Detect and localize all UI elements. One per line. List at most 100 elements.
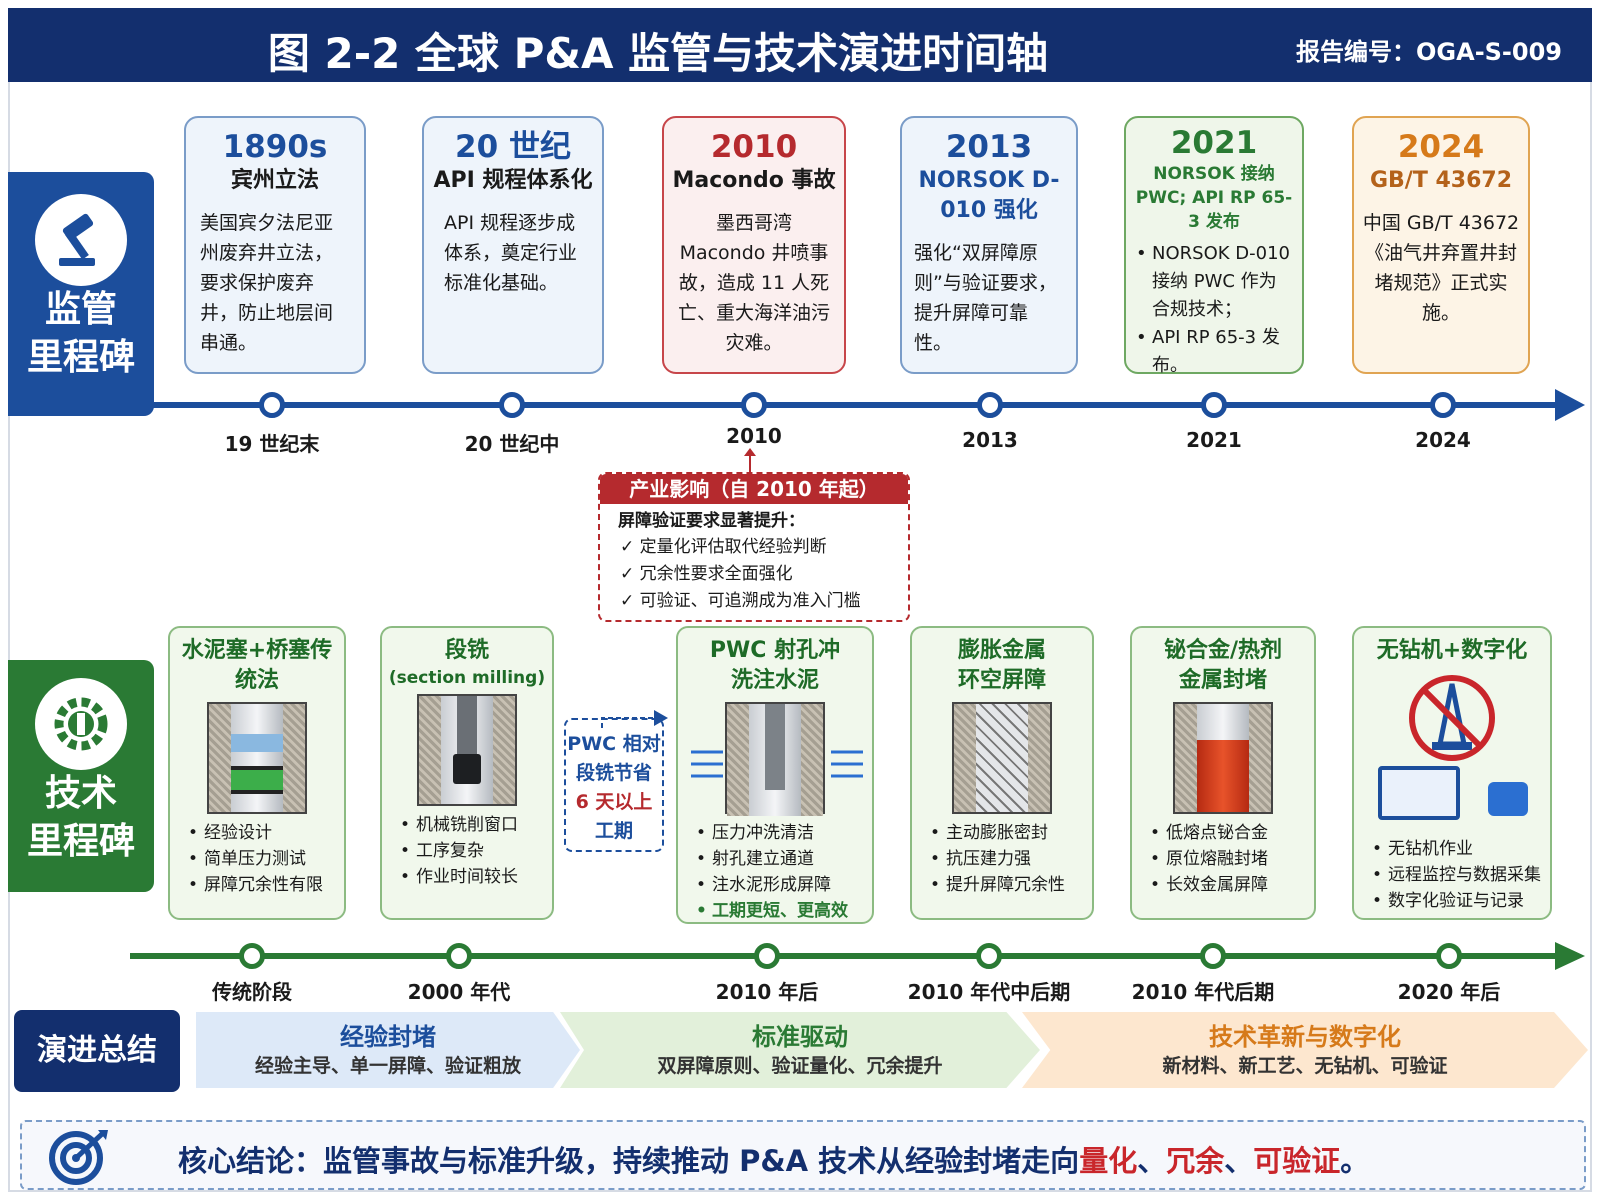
expandable-metal-diagram: [952, 702, 1052, 814]
milestone-subtitle: GB/T 43672: [1369, 168, 1513, 193]
impact-item: ✓ 冗余性要求全面强化: [620, 564, 793, 584]
regulatory-axis: [150, 389, 1585, 421]
regulatory-badge: 监管 里程碑: [8, 172, 154, 416]
axis-tick-label: 2010 年后: [715, 980, 819, 1004]
milestone-card-2013: 2013 NORSOK D-010 强化 强化“双屏障原则”与验证要求，提升屏障…: [900, 116, 1078, 374]
milestone-subtitle: 宾州立法: [230, 168, 319, 193]
tech-bullet: 屏障冗余性有限: [186, 872, 338, 898]
milestone-year: 1890s: [222, 129, 328, 165]
axis-node: [1436, 943, 1462, 969]
tech-bullet-highlight: 工期更短、更高效: [694, 898, 866, 924]
axis-node: [1430, 392, 1456, 418]
tech-bullet: 作业时间较长: [398, 864, 546, 890]
conclusion-keyword: 量化: [1079, 1144, 1138, 1178]
summary-phase-3: 技术革新与数字化 新材料、新工艺、无钻机、可验证: [1022, 1012, 1588, 1088]
milestone-card-2024: 2024 GB/T 43672 中国 GB/T 43672《油气井弃置井封堵规范…: [1352, 116, 1530, 374]
report-number: 报告编号：OGA-S-009: [1296, 38, 1562, 66]
milestone-desc: 中国 GB/T 43672《油气井弃置井封堵规范》正式实施。: [1362, 212, 1520, 324]
milestone-card-1890s: 1890s 宾州立法 美国宾夕法尼亚州废弃井立法，要求保护废弃井，防止地层间串通…: [184, 116, 366, 374]
tech-bullet: 原位熔融封堵: [1148, 846, 1308, 872]
tech-bullet: 简单压力测试: [186, 846, 338, 872]
check-icon: ✓: [620, 564, 640, 584]
tech-bullet: 机械铣削窗口: [398, 812, 546, 838]
milestone-card-2010: 2010 Macondo 事故 墨西哥湾 Macondo 井喷事故，造成 11 …: [662, 116, 846, 374]
milestone-bullet: NORSOK D-010 接纳 PWC 作为合规技术；: [1134, 240, 1294, 324]
tech-card-rigless-digital: 无钻机+数字化 无钻机作业 远程监控与数据采集 数字化验证与记录: [1352, 626, 1552, 920]
wireless-device-icon: [1488, 782, 1528, 816]
no-rig-icon: [1406, 672, 1498, 764]
milestone-year: 20 世纪: [455, 129, 571, 165]
summary-phase-title: 标准驱动: [752, 1023, 848, 1051]
milestone-subtitle: NORSOK 接纳 PWC; API RP 65-3 发布: [1135, 164, 1293, 232]
axis-node: [741, 392, 767, 418]
check-icon: ✓: [620, 591, 640, 611]
tech-bullet: 压力冲洗清洁: [694, 820, 866, 846]
milestone-subtitle: Macondo 事故: [672, 168, 836, 193]
technology-badge: 技术 里程碑: [8, 660, 154, 892]
milling-tool-diagram: [417, 694, 517, 806]
axis-tick-label: 传统阶段: [212, 980, 292, 1004]
summary-phase-desc: 经验主导、单一屏障、验证粗放: [254, 1055, 521, 1077]
impact-lead: 屏障验证要求显著提升：: [618, 511, 805, 531]
pwc-saving-note: PWC 相对 段铣节省 6 天以上 工期: [564, 718, 664, 852]
conclusion-keyword: 冗余: [1166, 1144, 1225, 1178]
tech-bullet: 远程监控与数据采集: [1370, 862, 1544, 888]
milestone-desc: 美国宾夕法尼亚州废弃井立法，要求保护废弃井，防止地层间串通。: [200, 212, 334, 354]
axis-tick-label: 2010 年代中后期: [907, 980, 1071, 1004]
tech-card-bismuth: 铋合金/热剂金属封堵 低熔点铋合金 原位熔融封堵 长效金属屏障: [1130, 626, 1316, 920]
pwc-diagram: [691, 702, 863, 816]
tech-bullet: 主动膨胀密封: [928, 820, 1086, 846]
title-bar: 图 2-2 全球 P&A 监管与技术演进时间轴 报告编号：OGA-S-009: [8, 8, 1592, 82]
tech-bullet: 无钻机作业: [1370, 836, 1544, 862]
axis-node: [239, 943, 265, 969]
tech-bullet: 提升屏障冗余性: [928, 872, 1086, 898]
tech-title: 铋合金/热剂金属封堵: [1163, 638, 1283, 693]
summary-phase-title: 经验封堵: [340, 1023, 436, 1051]
gear-wrench-icon: [35, 678, 127, 770]
milestone-year: 2013: [945, 129, 1033, 165]
conclusion-keyword: 可验证: [1253, 1144, 1341, 1178]
summary-phase-2: 标准驱动 双屏障原则、验证量化、冗余提升: [560, 1012, 1040, 1088]
target-icon: [48, 1128, 110, 1190]
summary-label: 演进总结: [14, 1010, 180, 1092]
axis-tick-label: 2021: [1186, 428, 1242, 452]
axis-node: [977, 392, 1003, 418]
tech-bullet: 射孔建立通道: [694, 846, 866, 872]
regulatory-badge-line2: 里程碑: [26, 337, 135, 378]
axis-node: [446, 943, 472, 969]
page-title: 图 2-2 全球 P&A 监管与技术演进时间轴: [267, 29, 1049, 78]
axis-tick-label: 2020 年后: [1397, 980, 1501, 1004]
bismuth-plug-diagram: [1173, 702, 1273, 814]
axis-tick-label: 2010: [726, 424, 782, 448]
axis-node: [259, 392, 285, 418]
pwc-note-line: 段铣节省: [575, 762, 652, 784]
milestone-desc: API 规程逐步成体系，奠定行业标准化基础。: [444, 212, 578, 294]
impact-arrow: [744, 448, 756, 472]
milestone-card-20c: 20 世纪 API 规程体系化 API 规程逐步成体系，奠定行业标准化基础。: [422, 116, 604, 374]
axis-tick-label: 19 世纪末: [224, 432, 320, 456]
axis-tick-label: 2010 年代后期: [1131, 980, 1275, 1004]
axis-tick-label: 2013: [962, 428, 1018, 452]
axis-tick-label: 20 世纪中: [464, 432, 560, 456]
flush-arrows: [691, 750, 863, 778]
conclusion-text: 核心结论：监管事故与标准升级，持续推动 P&A 技术从经验封堵走向量化、冗余、可…: [178, 1144, 1370, 1178]
pwc-note-highlight: 6 天以上: [575, 791, 653, 813]
axis-node: [499, 392, 525, 418]
technology-badge-line1: 技术: [44, 773, 117, 814]
milestone-subtitle: API 规程体系化: [433, 168, 593, 193]
axis-tick-label: 2000 年代: [407, 980, 511, 1004]
gavel-icon: [35, 194, 127, 286]
tech-title: 水泥塞+桥塞传统法: [181, 638, 333, 693]
impact-title: 产业影响（自 2010 年起）: [600, 474, 908, 504]
monitor-icon: [1378, 766, 1460, 820]
tech-title: 无钻机+数字化: [1376, 638, 1528, 663]
tech-bullet: 低熔点铋合金: [1148, 820, 1308, 846]
milestone-year: 2024: [1397, 129, 1485, 165]
tech-card-expandable-metal: 膨胀金属环空屏障 主动膨胀密封 抗压建力强 提升屏障冗余性: [910, 626, 1094, 920]
tech-card-section-milling: 段铣 (section milling) 机械铣削窗口 工序复杂 作业时间较长: [380, 626, 554, 920]
axis-tick-label: 2024: [1415, 428, 1471, 452]
check-icon: ✓: [620, 537, 640, 557]
summary-phase-1: 经验封堵 经验主导、单一屏障、验证粗放: [196, 1012, 580, 1088]
pwc-note-line: PWC 相对: [567, 733, 661, 755]
tech-card-cement-plug: 水泥塞+桥塞传统法 经验设计 简单压力测试 屏障冗余性有限: [168, 626, 346, 920]
